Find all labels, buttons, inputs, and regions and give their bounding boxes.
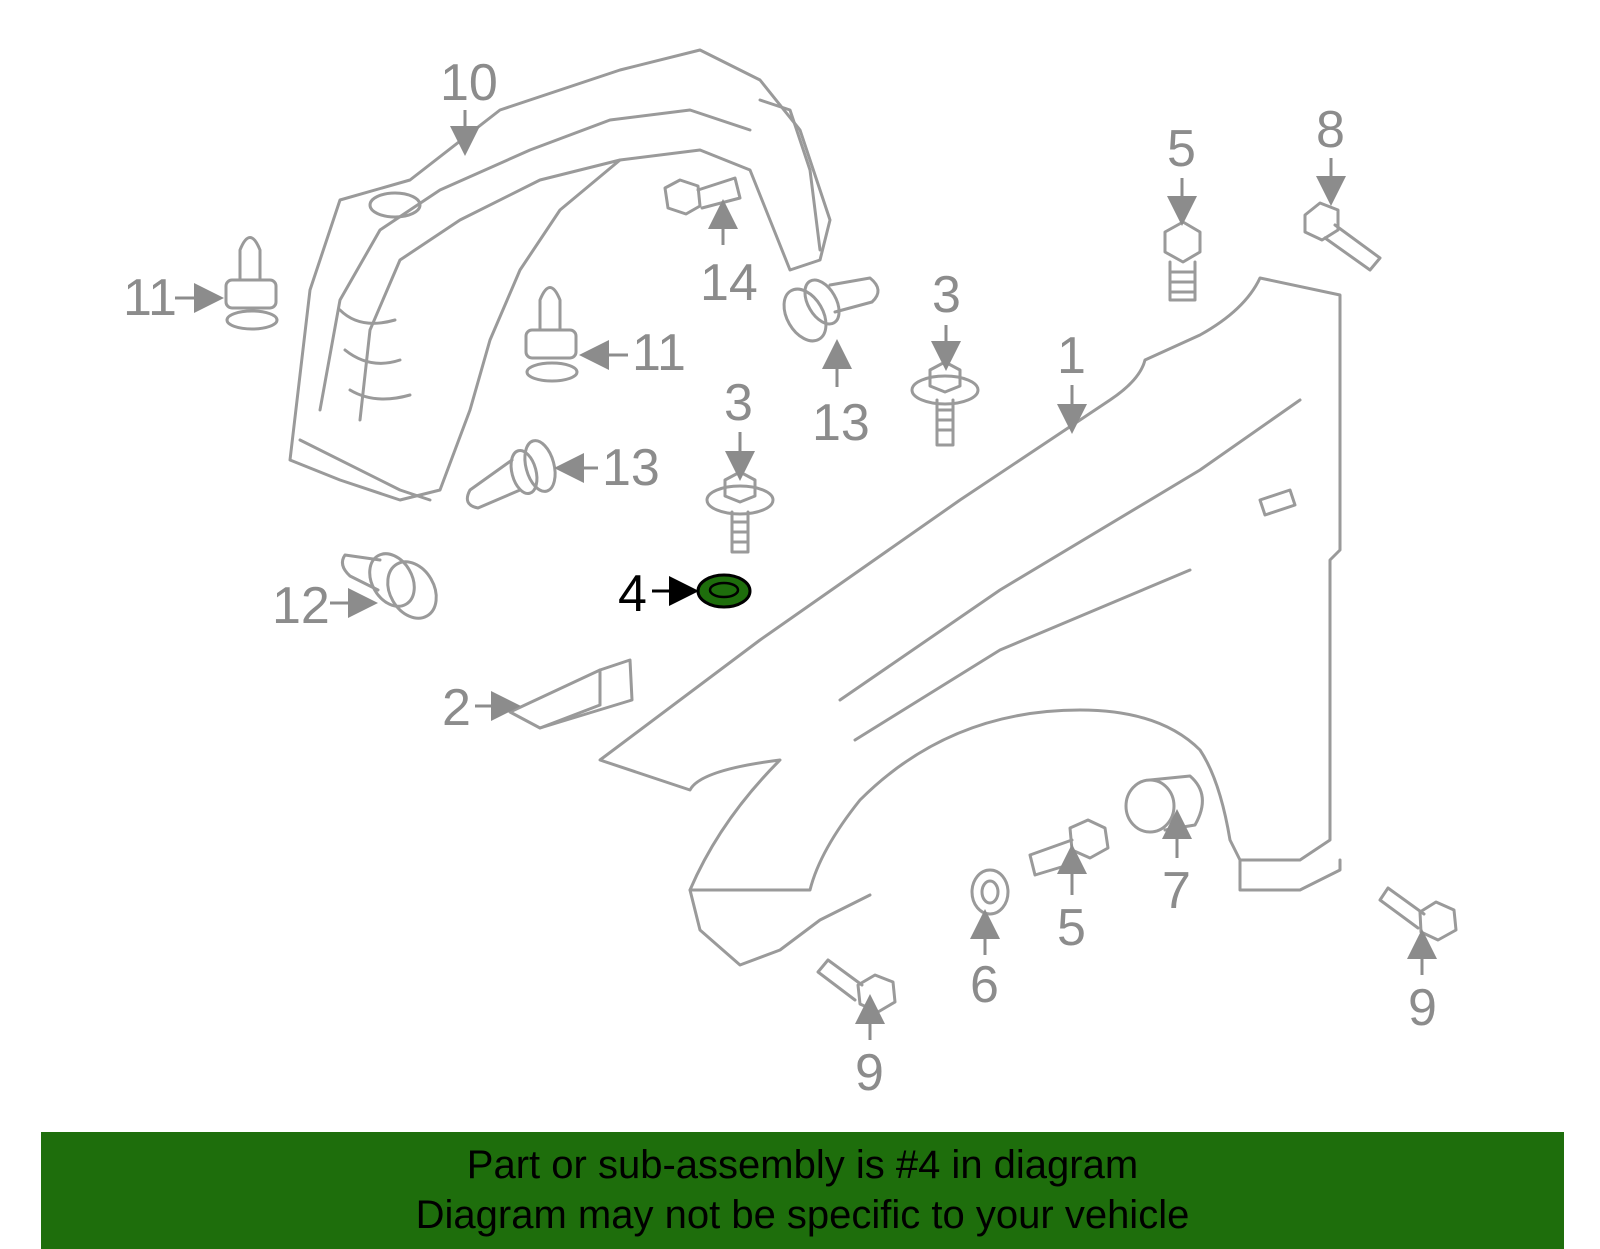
part-info-line: Part or sub-assembly is #4 in diagram <box>466 1143 1139 1187</box>
callout-6: 6 <box>970 956 999 1014</box>
fender-liner-part-10 <box>288 48 832 502</box>
callout-12: 12 <box>272 577 330 635</box>
rivet-clip-part-13-left <box>465 439 557 510</box>
bolt-part-8 <box>1303 201 1382 272</box>
bolt-part-5-top <box>1163 220 1202 302</box>
grommet-part-7 <box>1124 774 1204 834</box>
callout-11-right: 11 <box>632 324 686 382</box>
part-info-banner: Part or sub-assembly is #4 in diagram Di… <box>41 1132 1564 1249</box>
callout-14: 14 <box>700 254 758 312</box>
callout-9-right: 9 <box>1408 979 1437 1037</box>
washer-part-4 <box>696 573 752 609</box>
bolt-part-14 <box>663 176 742 216</box>
washer-part-6 <box>970 868 1010 916</box>
bolt-part-9-right <box>1378 886 1458 942</box>
bolt-with-washer-part-3-lower <box>705 470 775 554</box>
bracket-part-2 <box>508 658 634 730</box>
callout-11-left: 11 <box>123 269 177 327</box>
push-clip-part-11-right <box>524 286 579 383</box>
parts-diagram: 10 11 11 14 13 13 3 3 5 8 1 4 12 2 7 5 6 <box>123 48 1458 1102</box>
fender-part-1 <box>598 276 1342 967</box>
callout-5-top: 5 <box>1167 120 1196 178</box>
callout-1: 1 <box>1057 327 1086 385</box>
callout-5-bottom: 5 <box>1057 899 1086 957</box>
callout-9-left: 9 <box>855 1044 884 1102</box>
bolt-part-9-left <box>816 958 897 1014</box>
rivet-clip-part-12 <box>340 552 438 620</box>
callout-8: 8 <box>1316 101 1345 159</box>
callout-7: 7 <box>1162 862 1191 920</box>
push-clip-part-11-left <box>224 236 279 331</box>
callout-2: 2 <box>442 679 471 737</box>
bolt-part-5-bottom <box>1028 818 1110 877</box>
callout-10: 10 <box>440 54 498 112</box>
callout-13-left: 13 <box>602 439 660 497</box>
callout-3-upper: 3 <box>932 266 961 324</box>
callout-3-lower: 3 <box>724 374 753 432</box>
callout-labels: 10 11 11 14 13 13 3 3 5 8 1 4 12 2 7 5 6 <box>123 54 1437 1102</box>
bolt-with-washer-part-3-upper <box>910 360 980 447</box>
callout-4: 4 <box>618 565 647 623</box>
callout-13-top: 13 <box>812 394 870 452</box>
rivet-clip-part-13-top <box>782 276 880 343</box>
disclaimer-line: Diagram may not be specific to your vehi… <box>415 1193 1190 1237</box>
